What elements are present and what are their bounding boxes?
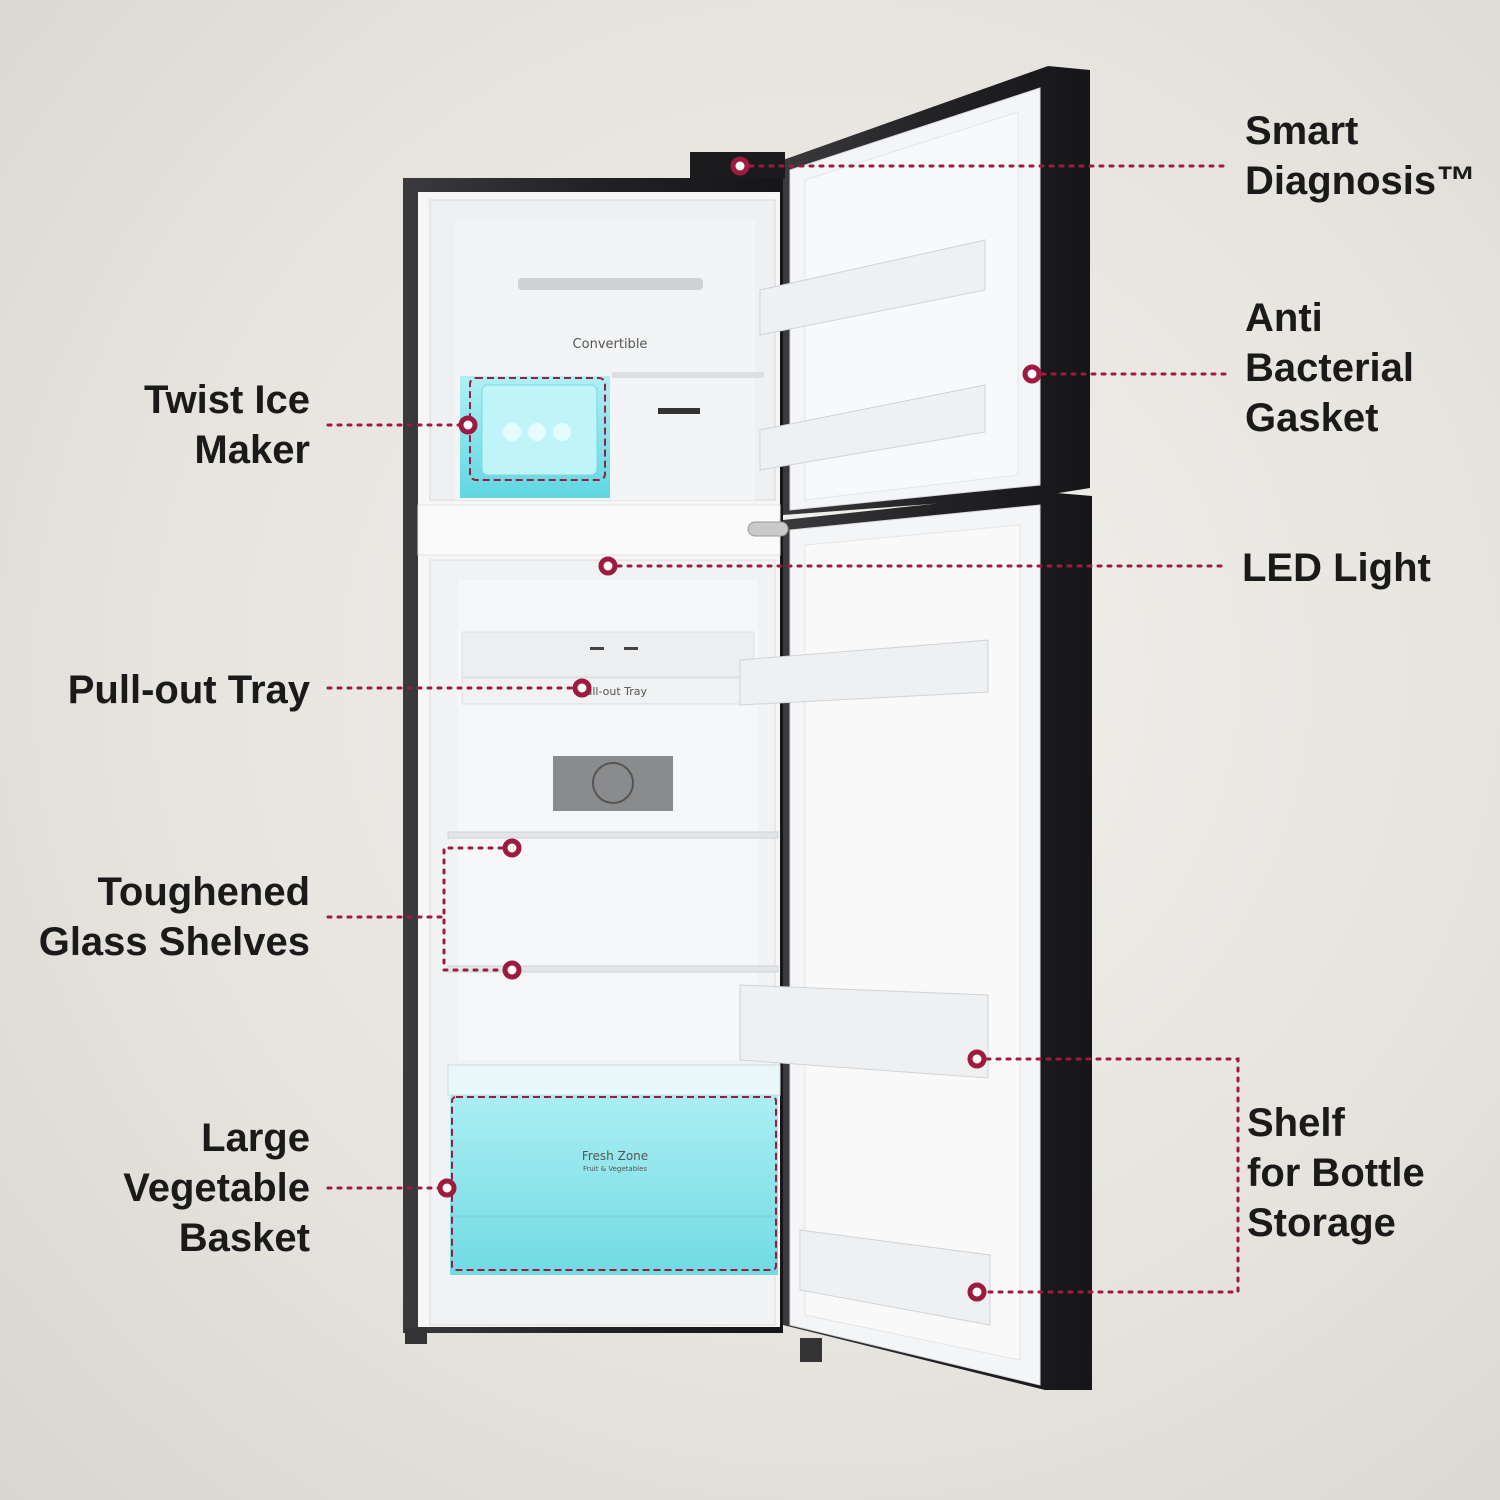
dot-bottle-lower — [967, 1282, 987, 1302]
fresh-zone-label: Fresh Zone — [582, 1149, 648, 1163]
dot-bottle-upper — [967, 1049, 987, 1069]
dot-led-light — [598, 556, 618, 576]
dot-shelf-lower — [502, 960, 522, 980]
callout-smart-diagnosis: Smart Diagnosis™ — [1245, 109, 1477, 203]
dot-pullout-tray — [572, 678, 592, 698]
fridge-cabinet — [403, 178, 822, 1362]
callout-shelf-bottle-storage: Shelf for Bottle Storage — [1247, 1101, 1425, 1245]
dot-veg-basket — [437, 1178, 457, 1198]
tray-label: Pull-out Tray — [579, 685, 648, 698]
callout-lines — [326, 164, 1240, 1294]
callout-toughened-glass-shelves: Toughened Glass Shelves — [38, 870, 310, 964]
dot-smart-diagnosis — [730, 156, 750, 176]
callout-large-vegetable-basket: Large Vegetable Basket — [123, 1116, 310, 1260]
ice-maker — [460, 376, 610, 498]
fresh-zone-sublabel: Fruit & Vegetables — [583, 1165, 647, 1173]
hinge — [747, 521, 789, 537]
convertible-label: Convertible — [573, 337, 648, 352]
callout-led-light: LED Light — [1242, 546, 1431, 590]
dot-ice-maker — [458, 415, 478, 435]
callout-pull-out-tray: Pull-out Tray — [67, 668, 310, 712]
dot-shelf-upper — [502, 838, 522, 858]
callout-dots — [437, 156, 1042, 1302]
dot-anti-bacterial — [1022, 364, 1042, 384]
freezer-door — [759, 66, 1090, 515]
callout-twist-ice-maker: Twist Ice Maker — [144, 378, 310, 472]
fridge-door — [739, 492, 1092, 1390]
callout-anti-bacterial-gasket: Anti Bacterial Gasket — [1245, 296, 1414, 440]
